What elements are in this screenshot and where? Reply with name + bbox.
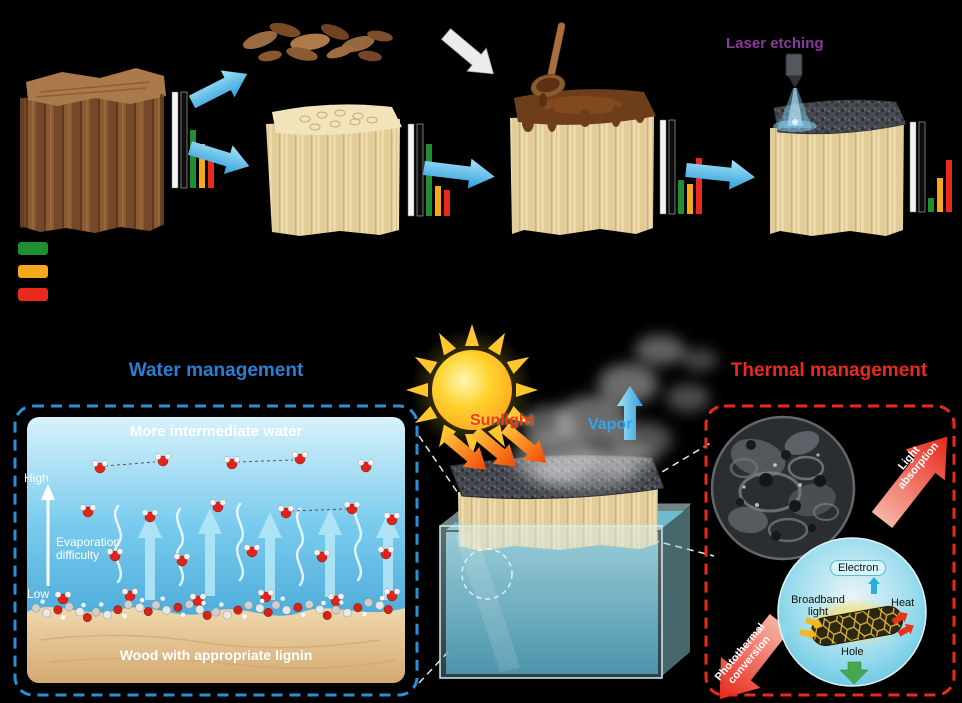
thermal-panel-title: Thermal management bbox=[730, 360, 928, 381]
natural-wood-block bbox=[20, 68, 166, 233]
wood-surface bbox=[27, 607, 405, 683]
more-intermediate-water-label: More intermediate water bbox=[129, 423, 303, 440]
sem-image-circle bbox=[712, 417, 854, 559]
legend-swatch-green bbox=[18, 242, 48, 255]
wood-chips bbox=[242, 22, 393, 62]
water-panel-title: Water management bbox=[128, 360, 304, 381]
evaporation-difficulty-label: Evaporation difficulty bbox=[56, 535, 121, 563]
broadband-light-label: Broadband light bbox=[791, 594, 845, 619]
light-absorption-arrow bbox=[871, 436, 948, 529]
heat-label: Heat bbox=[891, 597, 915, 609]
process-arrow-to-etched bbox=[684, 155, 757, 193]
photothermal-arrow bbox=[719, 613, 791, 700]
wood-lignin-caption: Wood with appropriate lignin bbox=[119, 647, 313, 663]
legend-swatch-orange bbox=[18, 265, 48, 278]
composition-bars-etched bbox=[909, 121, 952, 213]
axis-low-label: Low bbox=[27, 587, 50, 601]
hole-arrow-icon bbox=[839, 661, 869, 685]
process-arrow-to-chips bbox=[185, 60, 255, 116]
process-arrow-chips-down bbox=[435, 22, 504, 86]
laser-device-icon bbox=[773, 53, 817, 132]
hydrogen-bond-lines bbox=[104, 459, 348, 512]
steam-cloud bbox=[513, 335, 718, 490]
vapor-label: Vapor bbox=[588, 416, 633, 433]
composition-bars-coated bbox=[659, 119, 702, 215]
sem-circle-rim bbox=[710, 415, 856, 561]
thermal-panel-border bbox=[704, 404, 956, 697]
water-panel-border bbox=[13, 404, 419, 697]
sun-icon bbox=[406, 324, 538, 456]
spoon-icon bbox=[530, 22, 566, 107]
hole-label: Hole bbox=[841, 646, 864, 658]
connector-lines bbox=[418, 435, 715, 684]
legend-swatch-red bbox=[18, 288, 48, 301]
coated-wood-block bbox=[510, 89, 656, 235]
delignified-wood-block bbox=[266, 104, 402, 236]
observation-circle bbox=[461, 548, 513, 600]
process-arrow-to-coated bbox=[422, 153, 497, 192]
heat-conversion-circle bbox=[777, 537, 927, 687]
composition-bars-delignified bbox=[407, 123, 450, 217]
sunlight-label: Sunlight bbox=[470, 412, 534, 429]
tank-glass-front bbox=[439, 525, 663, 679]
difficulty-axis-arrow bbox=[41, 484, 55, 586]
composition-bars-natural bbox=[171, 91, 214, 189]
color-legend bbox=[18, 242, 48, 301]
water-panel-background bbox=[27, 417, 405, 683]
electron-label: Electron bbox=[830, 560, 887, 577]
axis-high-label: High bbox=[24, 471, 49, 485]
laser-etching-label: Laser etching bbox=[726, 35, 824, 52]
